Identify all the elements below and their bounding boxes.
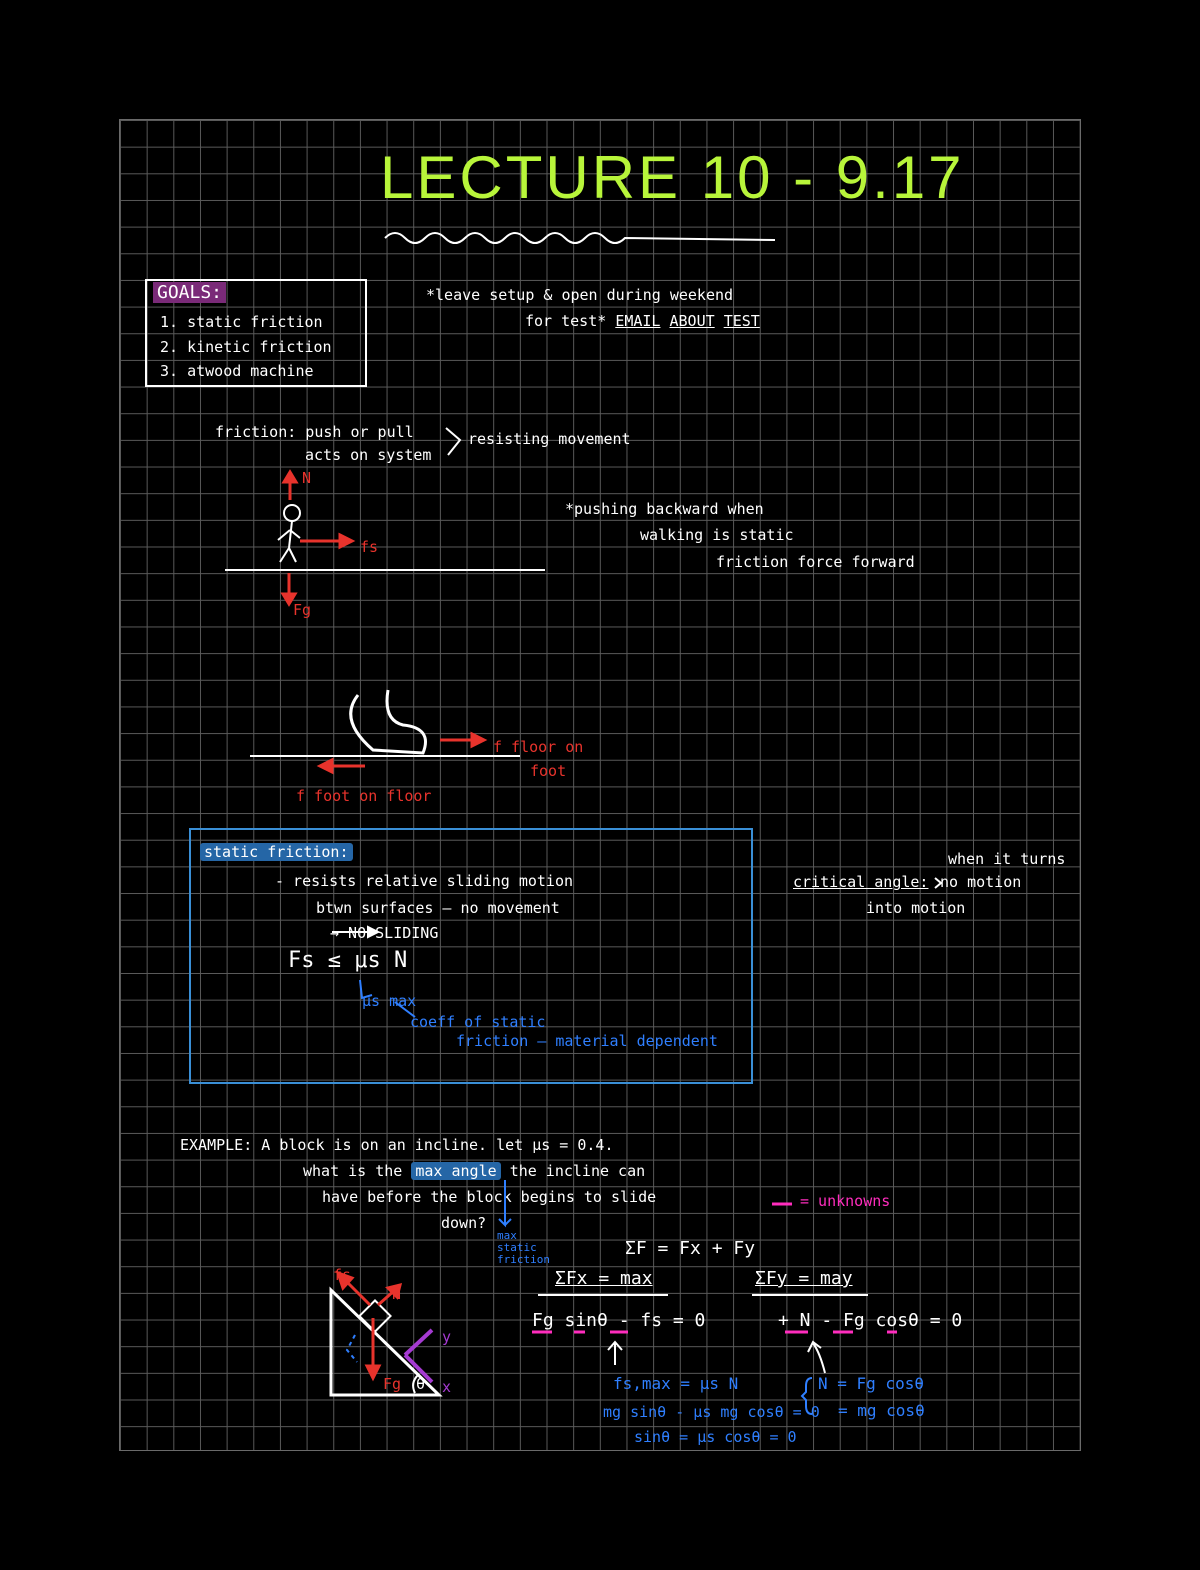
critical-brace-icon <box>934 877 943 889</box>
incline-n-arrow-icon <box>377 1282 403 1307</box>
coeff-pointer-icon <box>394 1001 416 1018</box>
fs-arrow-icon <box>300 532 356 550</box>
mu-pointer-icon <box>359 979 373 1000</box>
critical-note: no motion <box>940 873 1022 891</box>
brace-icon <box>800 1377 813 1415</box>
static-box-line: → NO SLIDING <box>330 924 439 942</box>
foot-icon <box>349 689 427 755</box>
example-line: down? <box>441 1214 487 1232</box>
x-axis-label: x <box>442 1378 452 1396</box>
foot-on-floor-label: f foot on floor <box>296 787 432 805</box>
critical-note: when it turns <box>948 850 1066 868</box>
axes-icon <box>403 1328 434 1384</box>
y-axis-label: y <box>442 1328 452 1346</box>
goal-item: 2. kinetic friction <box>160 338 332 356</box>
theta-arc-icon <box>412 1374 419 1394</box>
static-friction-box <box>189 828 753 1084</box>
brace-icon <box>445 427 462 456</box>
walking-note: friction force forward <box>716 553 915 571</box>
normal-arrow-icon <box>281 469 299 500</box>
incline-fs-arrow-icon <box>335 1270 372 1307</box>
example-line: what is the max angle the incline can <box>303 1162 646 1180</box>
walking-note: *pushing backward when <box>565 500 764 518</box>
note-line: for test* EMAIL ABOUT TEST <box>525 312 760 330</box>
sum-fx-eq: ΣFx = max <box>555 1268 653 1289</box>
static-friction-heading: static friction: <box>200 843 353 861</box>
max-static-note: max static friction <box>497 1229 550 1266</box>
floor-on-foot-label-2: foot <box>530 762 567 780</box>
goal-item: 3. atwood machine <box>160 362 314 380</box>
incline-triangle-icon <box>329 1286 443 1397</box>
example-line: EXAMPLE: A block is on an incline. let μ… <box>180 1136 614 1154</box>
sum-fy-eq: ΣFy = may <box>755 1268 853 1289</box>
component-dashed-icon <box>345 1334 358 1363</box>
substitution-eq: mg sinθ - μs mg cosθ = 0 <box>603 1403 820 1421</box>
friction-definition: friction: push or pull <box>215 423 414 441</box>
theta-label: θ <box>416 1375 426 1393</box>
friction-definition-2: acts on system <box>305 446 432 464</box>
unknowns-legend: = unknowns <box>800 1192 891 1210</box>
x-equation: Fg sinθ - fs = 0 <box>532 1310 706 1331</box>
normal-label: N <box>302 469 312 487</box>
sum-force-eq: ΣF = Fx + Fy <box>625 1238 756 1259</box>
normal-eq: = mg cosθ <box>838 1401 925 1420</box>
stick-figure-icon <box>277 504 301 563</box>
fg-arrow-icon <box>280 573 298 607</box>
static-box-line: btwn surfaces — no movement <box>316 899 560 917</box>
friction-brace-text: resisting movement <box>468 430 631 448</box>
incline-fg-label: Fg <box>383 1375 402 1393</box>
max-angle-pointer-icon <box>498 1180 512 1228</box>
up-arrow-icon <box>607 1340 623 1365</box>
coeff-note: coeff of static <box>410 1013 546 1031</box>
coeff-note: friction — material dependent <box>456 1032 718 1050</box>
page-title: LECTURE 10 - 9.17 <box>380 144 965 211</box>
incline-fg-arrow-icon <box>364 1318 382 1382</box>
note-line: *leave setup & open during weekend <box>426 286 734 304</box>
floor-on-foot-arrow-icon <box>440 731 488 749</box>
floor-on-foot-label: f floor on <box>493 738 584 756</box>
arrow-icon <box>332 925 381 939</box>
up-arrow-icon <box>807 1340 826 1374</box>
fs-max-eq: fs,max = μs N <box>613 1374 739 1393</box>
static-box-line: - resists relative sliding motion <box>275 872 574 890</box>
static-friction-label: fs <box>360 538 379 556</box>
goals-box <box>145 279 367 387</box>
foot-on-floor-arrow-icon <box>316 757 365 775</box>
grid-paper <box>119 119 1081 1451</box>
critical-angle-label: critical angle: <box>793 873 929 891</box>
example-line: have before the block begins to slide <box>322 1188 657 1206</box>
walking-note: walking is static <box>640 526 794 544</box>
mu-label: μs max <box>362 992 417 1010</box>
static-friction-formula: Fs ≤ μs N <box>288 948 408 973</box>
goals-heading: GOALS: <box>153 282 227 303</box>
y-equation: + N - Fg cosθ = 0 <box>778 1310 963 1331</box>
goal-item: 1. static friction <box>160 313 323 331</box>
substitution-eq: sinθ = μs cosθ = 0 <box>634 1428 797 1446</box>
normal-eq: N = Fg cosθ <box>818 1374 924 1393</box>
gravity-label: Fg <box>293 601 312 619</box>
title-underline <box>384 232 776 244</box>
critical-note: into motion <box>866 899 966 917</box>
